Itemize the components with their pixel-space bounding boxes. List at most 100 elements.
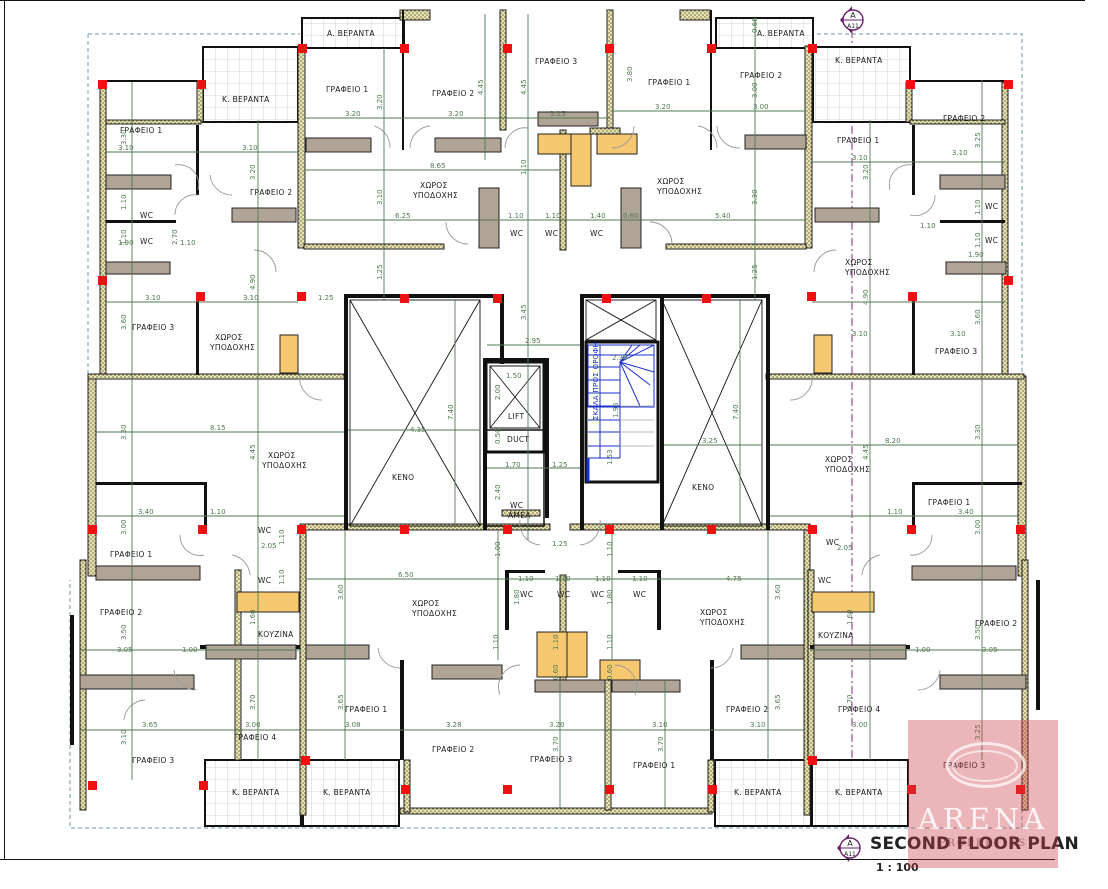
room-label: WC: [140, 237, 153, 246]
svg-text:3.80: 3.80: [626, 66, 634, 82]
room-label: ΧΩΡΟΣ: [268, 451, 296, 460]
svg-text:8.20: 8.20: [885, 437, 901, 445]
svg-text:1.10: 1.10: [518, 575, 534, 583]
svg-text:1.10: 1.10: [508, 212, 524, 220]
svg-text:3.20: 3.20: [376, 94, 384, 110]
drawing-frame-left: [4, 0, 5, 860]
room-label: ΓΡΑΦΕΙΟ 3: [935, 347, 977, 356]
svg-text:1.60: 1.60: [846, 609, 854, 625]
section-marker-top[interactable]: A A11: [838, 6, 866, 34]
svg-text:3.65: 3.65: [337, 694, 345, 710]
svg-text:7.40: 7.40: [447, 404, 455, 420]
room-label: Α. ΒΕΡΑΝΤΑ: [327, 29, 375, 38]
room-label: ΓΡΑΦΕΙΟ 2: [432, 89, 474, 98]
svg-text:1.10: 1.10: [920, 222, 936, 230]
room-label: ΚΟΥΖΙΝΑ: [818, 631, 854, 640]
room-label: Κ. ΒΕΡΑΝΤΑ: [222, 95, 270, 104]
room-label: ΓΡΑΦΕΙΟ 2: [726, 705, 768, 714]
room-label: ΓΡΑΦΕΙΟ 2: [432, 745, 474, 754]
svg-text:3.00: 3.00: [245, 721, 261, 729]
svg-text:1.10: 1.10: [120, 229, 128, 245]
room-label: ΓΡΑΦΕΙΟ 2: [250, 188, 292, 197]
svg-text:3.10: 3.10: [242, 144, 258, 152]
room-label: DUCT: [507, 435, 529, 444]
svg-text:3.20: 3.20: [655, 103, 671, 111]
room-label: WC: [545, 229, 558, 238]
svg-text:3.30: 3.30: [974, 424, 982, 440]
svg-text:1.10: 1.10: [606, 541, 614, 557]
room-label: Κ. ΒΕΡΑΝΤΑ: [835, 56, 883, 65]
svg-text:7.40: 7.40: [732, 404, 740, 420]
service-shafts: [236, 133, 875, 681]
svg-text:4.45: 4.45: [477, 79, 485, 95]
svg-text:3.10: 3.10: [145, 294, 161, 302]
room-label: ΧΩΡΟΣ: [412, 599, 440, 608]
room-labels: ΓΡΑΦΕΙΟ 1 ΓΡΑΦΕΙΟ 2 ΓΡΑΦΕΙΟ 3 ΧΩΡΟΣ ΥΠΟΔ…: [100, 29, 1017, 797]
svg-text:3.08: 3.08: [345, 721, 361, 729]
svg-text:1.00: 1.00: [494, 541, 502, 557]
svg-text:1.80: 1.80: [606, 589, 614, 605]
svg-text:3.30: 3.30: [120, 129, 128, 145]
room-label: Κ. ΒΕΡΑΝΤΑ: [734, 788, 782, 797]
svg-text:3.05: 3.05: [117, 646, 133, 654]
svg-text:3.50: 3.50: [120, 624, 128, 640]
room-label: ΚΕΝΟ: [392, 473, 414, 482]
dimension-lines: [80, 14, 1022, 808]
svg-text:3.70: 3.70: [249, 694, 257, 710]
svg-text:3.70: 3.70: [846, 694, 854, 710]
room-label: Α. ΒΕΡΑΝΤΑ: [757, 29, 805, 38]
room-label: ΥΠΟΔΟΧΗΣ: [844, 268, 890, 277]
svg-text:1.10: 1.10: [278, 529, 286, 545]
section-marker-bottom[interactable]: A A11: [835, 834, 863, 862]
svg-text:2.00: 2.00: [494, 384, 502, 400]
room-label: ΓΡΑΦΕΙΟ 1: [326, 85, 368, 94]
svg-text:3.10: 3.10: [852, 330, 868, 338]
room-label: ΥΠΟΔΟΧΗΣ: [412, 191, 458, 200]
watermark-ring-icon: [946, 742, 1026, 788]
room-label: ΓΡΑΦΕΙΟ 3: [535, 57, 577, 66]
svg-text:4.90: 4.90: [862, 289, 870, 305]
svg-text:3.60: 3.60: [337, 584, 345, 600]
svg-text:1.10: 1.10: [492, 634, 500, 650]
staircase: [584, 340, 660, 484]
svg-text:3.40: 3.40: [958, 508, 974, 516]
stair-label: ΣΚΑΛΑ ΠΡΟΣ ΟΡΟΦΗ: [592, 342, 600, 420]
room-label: WC: [520, 590, 533, 599]
svg-text:3.25: 3.25: [550, 110, 566, 118]
room-label: WC: [985, 202, 998, 211]
svg-text:4.45: 4.45: [520, 79, 528, 95]
svg-text:1.90: 1.90: [968, 251, 984, 259]
svg-text:1.10: 1.10: [180, 239, 196, 247]
room-label: ΓΡΑΦΕΙΟ 2: [740, 71, 782, 80]
svg-text:1.25: 1.25: [552, 540, 568, 548]
room-label: ΓΡΑΦΕΙΟ 1: [110, 550, 152, 559]
room-label: ΓΡΑΦΕΙΟ 1: [345, 705, 387, 714]
room-label: WC: [510, 229, 523, 238]
room-label: ΓΡΑΦΕΙΟ 1: [928, 498, 970, 507]
room-label: Κ. ΒΕΡΑΝΤΑ: [835, 788, 883, 797]
svg-text:1.10: 1.10: [520, 159, 528, 175]
svg-text:A11: A11: [844, 851, 856, 858]
svg-text:1.25: 1.25: [751, 264, 759, 280]
room-label: Κ. ΒΕΡΑΝΤΑ: [232, 788, 280, 797]
svg-text:2.05: 2.05: [837, 544, 853, 552]
svg-text:3.25: 3.25: [974, 724, 982, 740]
svg-text:3.28: 3.28: [446, 721, 462, 729]
watermark-brand: ARENA: [917, 802, 1049, 836]
svg-text:4.90: 4.90: [249, 274, 257, 290]
svg-text:1.60: 1.60: [249, 609, 257, 625]
svg-text:3.50: 3.50: [974, 624, 982, 640]
svg-text:3.10: 3.10: [118, 144, 134, 152]
room-label: ΧΩΡΟΣ: [657, 177, 685, 186]
svg-text:A11: A11: [847, 23, 859, 30]
room-label: ΧΩΡΟΣ: [700, 608, 728, 617]
room-label: WC: [818, 576, 831, 585]
svg-text:3.20: 3.20: [549, 721, 565, 729]
svg-text:3.10: 3.10: [652, 721, 668, 729]
svg-text:4.75: 4.75: [726, 575, 742, 583]
svg-text:1.10: 1.10: [974, 199, 982, 215]
room-label: WC: [985, 236, 998, 245]
room-label: WC: [510, 501, 523, 510]
svg-text:3.30: 3.30: [751, 189, 759, 205]
room-label: ΥΠΟΔΟΧΗΣ: [261, 461, 307, 470]
